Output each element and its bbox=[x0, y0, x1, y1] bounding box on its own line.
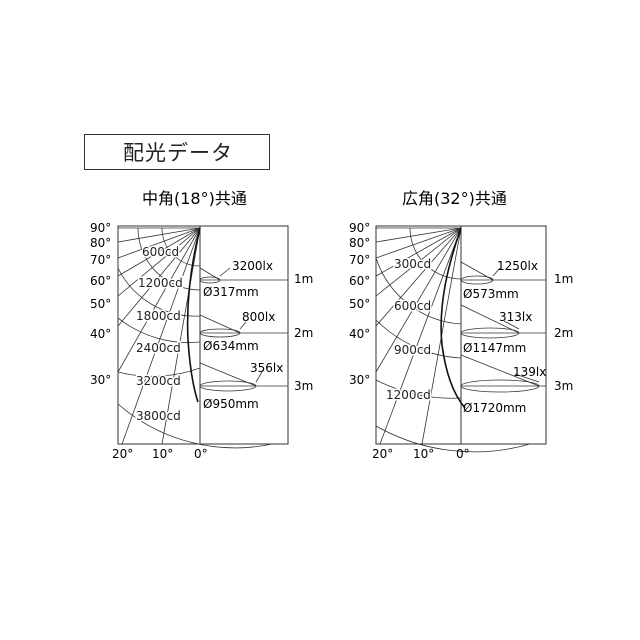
diagram-title: 中角(18°)共通 bbox=[142, 189, 247, 208]
angle-label: 50° bbox=[90, 297, 111, 311]
lux-label: 3200lx bbox=[232, 259, 273, 273]
candela-label: 1200cd bbox=[138, 276, 183, 290]
candela-label: 1200cd bbox=[386, 388, 431, 402]
candela-label: 600cd bbox=[142, 245, 179, 259]
diameter-label: Ø950mm bbox=[203, 397, 259, 411]
bottom-angle-label: 20° bbox=[372, 447, 393, 461]
angle-label: 90° bbox=[90, 221, 111, 235]
candela-label: 900cd bbox=[394, 343, 431, 357]
candela-label: 600cd bbox=[394, 299, 431, 313]
bottom-angle-label: 0° bbox=[194, 447, 208, 461]
angle-label: 30° bbox=[90, 373, 111, 387]
bottom-angle-label: 10° bbox=[152, 447, 173, 461]
distance-label: 3m bbox=[554, 379, 573, 393]
diameter-label: Ø573mm bbox=[463, 287, 519, 301]
heading-box: 配光データ bbox=[84, 134, 270, 170]
distance-label: 2m bbox=[294, 326, 313, 340]
candela-label: 3200cd bbox=[136, 374, 181, 388]
diagram-medium: 中角(18°)共通 bbox=[90, 189, 313, 461]
lux-leaders bbox=[219, 267, 263, 383]
angle-label: 40° bbox=[349, 327, 370, 341]
candela-arcs bbox=[375, 227, 531, 453]
angle-label: 80° bbox=[90, 236, 111, 250]
distance-label: 2m bbox=[554, 326, 573, 340]
distance-label: 1m bbox=[294, 272, 313, 286]
diameter-label: Ø1720mm bbox=[463, 401, 526, 415]
distribution-curve bbox=[186, 227, 201, 403]
lux-label: 313lx bbox=[499, 310, 532, 324]
angle-label: 70° bbox=[90, 253, 111, 267]
candela-label: 300cd bbox=[394, 257, 431, 271]
distance-label: 1m bbox=[554, 272, 573, 286]
lux-label: 139lx bbox=[513, 365, 546, 379]
lux-leaders bbox=[492, 267, 540, 383]
bottom-angle-label: 0° bbox=[456, 447, 470, 461]
plot-frame bbox=[117, 225, 289, 445]
angle-label: 80° bbox=[349, 236, 370, 250]
diameter-label: Ø317mm bbox=[203, 285, 259, 299]
candela-arcs bbox=[117, 227, 273, 449]
heading-text: 配光データ bbox=[123, 141, 233, 165]
distance-lines bbox=[461, 279, 546, 387]
candela-label: 3800cd bbox=[136, 409, 181, 423]
candela-label: 2400cd bbox=[136, 341, 181, 355]
angle-label: 30° bbox=[349, 373, 370, 387]
angle-label: 90° bbox=[349, 221, 370, 235]
distance-label: 3m bbox=[294, 379, 313, 393]
distance-lines bbox=[200, 279, 288, 387]
lux-label: 1250lx bbox=[497, 259, 538, 273]
lux-label: 356lx bbox=[250, 361, 283, 375]
beam-cones bbox=[460, 261, 540, 393]
bottom-angle-label: 20° bbox=[112, 447, 133, 461]
candela-label: 1800cd bbox=[136, 309, 181, 323]
diagram-title: 広角(32°)共通 bbox=[402, 189, 507, 208]
beam-cones bbox=[199, 267, 257, 392]
bottom-angle-label: 10° bbox=[413, 447, 434, 461]
angle-label: 40° bbox=[90, 327, 111, 341]
angle-label: 60° bbox=[349, 274, 370, 288]
angle-label: 70° bbox=[349, 253, 370, 267]
diameter-label: Ø634mm bbox=[203, 339, 259, 353]
lux-label: 800lx bbox=[242, 310, 275, 324]
angle-label: 60° bbox=[90, 274, 111, 288]
angle-label: 50° bbox=[349, 297, 370, 311]
distribution-curve bbox=[440, 227, 466, 409]
diagram-wide: 広角(32°)共通 bbox=[349, 189, 573, 461]
diameter-label: Ø1147mm bbox=[463, 341, 526, 355]
